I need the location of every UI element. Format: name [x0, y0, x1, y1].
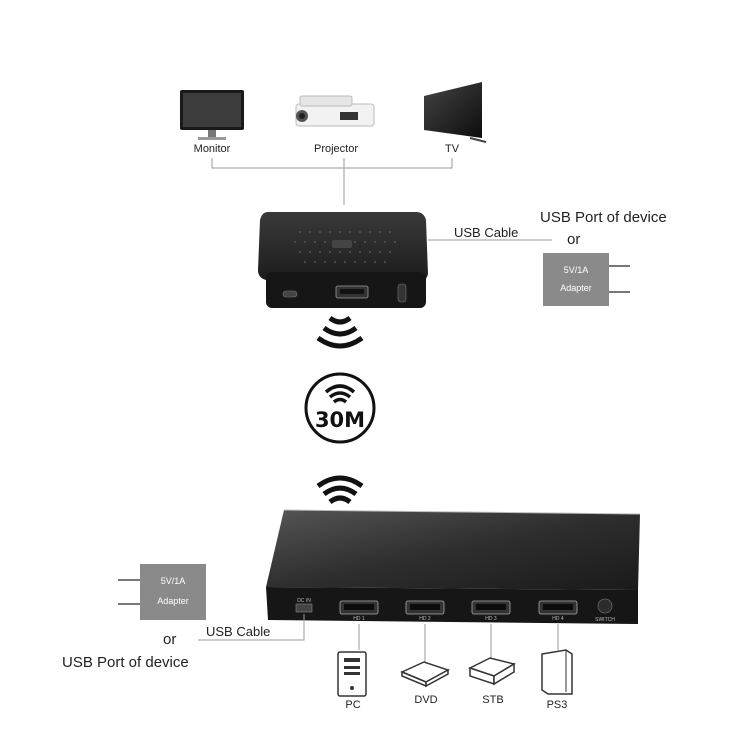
monitor-label: Monitor	[194, 143, 231, 155]
receiver-adapter-label: Adapter	[560, 283, 592, 293]
range-badge	[304, 372, 376, 444]
stb-label: STB	[482, 694, 503, 706]
receiver-signal-icon	[316, 315, 364, 349]
tv-icon	[424, 82, 487, 143]
source-connection-lines	[358, 624, 559, 662]
transmitter-usb-port-label: USB Port of device	[62, 654, 189, 671]
receiver-adapter-rating: 5V/1A	[564, 265, 589, 275]
dvd-icon	[400, 661, 450, 688]
stb-icon	[468, 657, 516, 686]
transmitter-usb-cable-label: USB Cable	[206, 624, 270, 639]
transmitter-adapter-rating: 5V/1A	[161, 576, 186, 586]
receiver-or-label: or	[567, 231, 580, 248]
projector-icon	[295, 95, 375, 127]
transmitter-port-label: HD 3	[485, 616, 497, 622]
projector-label: Projector	[314, 143, 358, 155]
display-connection-lines	[211, 158, 453, 205]
dvd-label: DVD	[414, 694, 437, 706]
receiver-device	[258, 212, 428, 308]
receiver-adapter	[543, 253, 630, 306]
transmitter-device	[266, 509, 641, 624]
tv-label: TV	[445, 143, 460, 155]
range-distance-label: 30M	[315, 408, 365, 432]
transmitter-adapter	[118, 564, 206, 620]
receiver-usb-port-label: USB Port of device	[540, 209, 667, 226]
transmitter-switch-label: SWITCH	[595, 617, 615, 623]
transmitter-dc-label: DC IN	[297, 598, 311, 604]
transmitter-signal-icon	[316, 475, 364, 505]
monitor-icon	[180, 90, 244, 140]
transmitter-port-label: HD 2	[419, 616, 431, 622]
transmitter-adapter-label: Adapter	[157, 596, 189, 606]
pc-label: PC	[345, 699, 360, 711]
pc-icon	[337, 651, 367, 697]
ps3-label: PS3	[547, 699, 568, 711]
transmitter-port-label: HD 4	[552, 616, 564, 622]
transmitter-usb-cable-line	[198, 614, 305, 641]
transmitter-or-label: or	[163, 631, 176, 648]
transmitter-port-label: HD 1	[353, 616, 365, 622]
receiver-usb-cable-label: USB Cable	[454, 225, 518, 240]
ps3-icon	[541, 649, 573, 695]
